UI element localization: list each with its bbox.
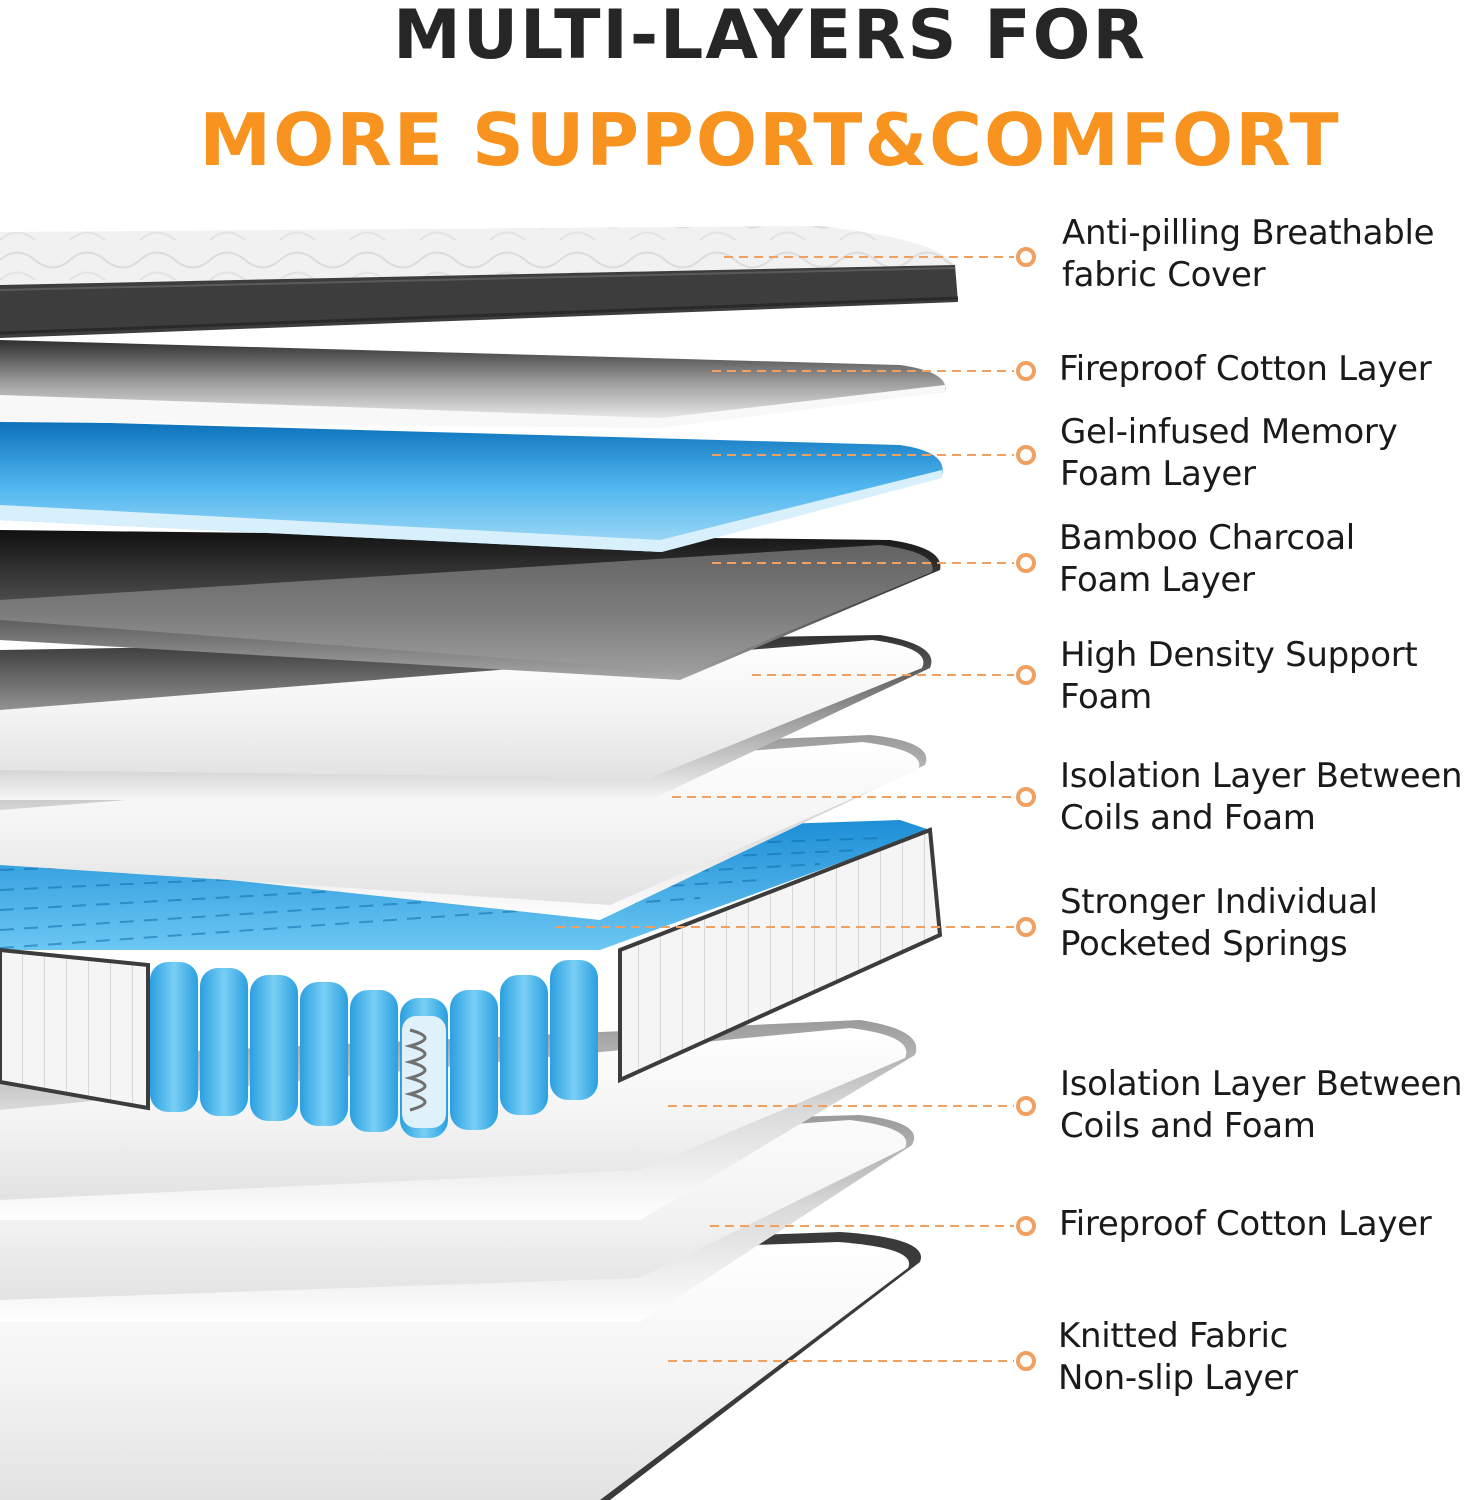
layer-bamboo-charcoal-foam — [0, 530, 941, 680]
layer-label-10-line1: Knitted Fabric — [1058, 1316, 1289, 1356]
headline-line-2: MORE SUPPORT&COMFORT — [199, 98, 1341, 182]
layer-label-8-line2: Coils and Foam — [1060, 1106, 1316, 1146]
layer-label-8: Isolation Layer Between Coils and Foam — [1060, 1063, 1463, 1147]
layer-label-1-line1: Anti-pilling Breathable — [1062, 213, 1435, 253]
headline-line-1: MULTI-LAYERS FOR — [393, 0, 1147, 75]
layer-breathable-cover — [0, 226, 959, 338]
layer-label-5: High Density Support Foam — [1060, 634, 1418, 718]
layer-label-5-line1: High Density Support — [1060, 635, 1418, 675]
layer-label-6-line1: Isolation Layer Between — [1060, 756, 1463, 796]
layer-label-8-line1: Isolation Layer Between — [1060, 1064, 1463, 1104]
layer-label-6-line2: Coils and Foam — [1060, 798, 1316, 838]
layer-label-7: Stronger Individual Pocketed Springs — [1060, 881, 1378, 965]
layer-label-1: Anti-pilling Breathable fabric Cover — [1062, 212, 1435, 296]
layer-label-3: Gel-infused Memory Foam Layer — [1060, 411, 1398, 495]
layer-label-9-line1: Fireproof Cotton Layer — [1059, 1204, 1432, 1244]
layer-label-10: Knitted Fabric Non-slip Layer — [1058, 1315, 1298, 1399]
callout-dot — [1016, 247, 1036, 267]
layer-gel-memory-foam — [0, 420, 943, 552]
layer-label-7-line1: Stronger Individual — [1060, 882, 1378, 922]
callout-dot — [1016, 787, 1036, 807]
layer-label-10-line2: Non-slip Layer — [1058, 1358, 1298, 1398]
layer-label-1-line2: fabric Cover — [1062, 255, 1266, 295]
layer-label-2-line1: Fireproof Cotton Layer — [1059, 349, 1432, 389]
callout-dot — [1016, 1351, 1036, 1371]
callout-dot — [1016, 665, 1036, 685]
layer-label-4-line1: Bamboo Charcoal — [1059, 518, 1355, 558]
layer-label-3-line1: Gel-infused Memory — [1060, 412, 1398, 452]
layer-label-7-line2: Pocketed Springs — [1060, 924, 1348, 964]
layer-label-3-line2: Foam Layer — [1060, 454, 1256, 494]
layer-label-9: Fireproof Cotton Layer — [1059, 1203, 1432, 1245]
layer-label-4: Bamboo Charcoal Foam Layer — [1059, 517, 1355, 601]
layer-label-5-line2: Foam — [1060, 677, 1152, 717]
layer-label-2: Fireproof Cotton Layer — [1059, 348, 1432, 390]
layer-fireproof-cotton-upper — [0, 340, 946, 428]
layer-label-4-line2: Foam Layer — [1059, 560, 1255, 600]
callout-dot — [1016, 1216, 1036, 1236]
callout-dot — [1016, 917, 1036, 937]
callout-dot — [1016, 553, 1036, 573]
callout-dot — [1016, 445, 1036, 465]
layer-label-6: Isolation Layer Between Coils and Foam — [1060, 755, 1463, 839]
exposed-spring — [402, 1016, 446, 1128]
callout-dot — [1016, 361, 1036, 381]
callout-dot — [1016, 1096, 1036, 1116]
